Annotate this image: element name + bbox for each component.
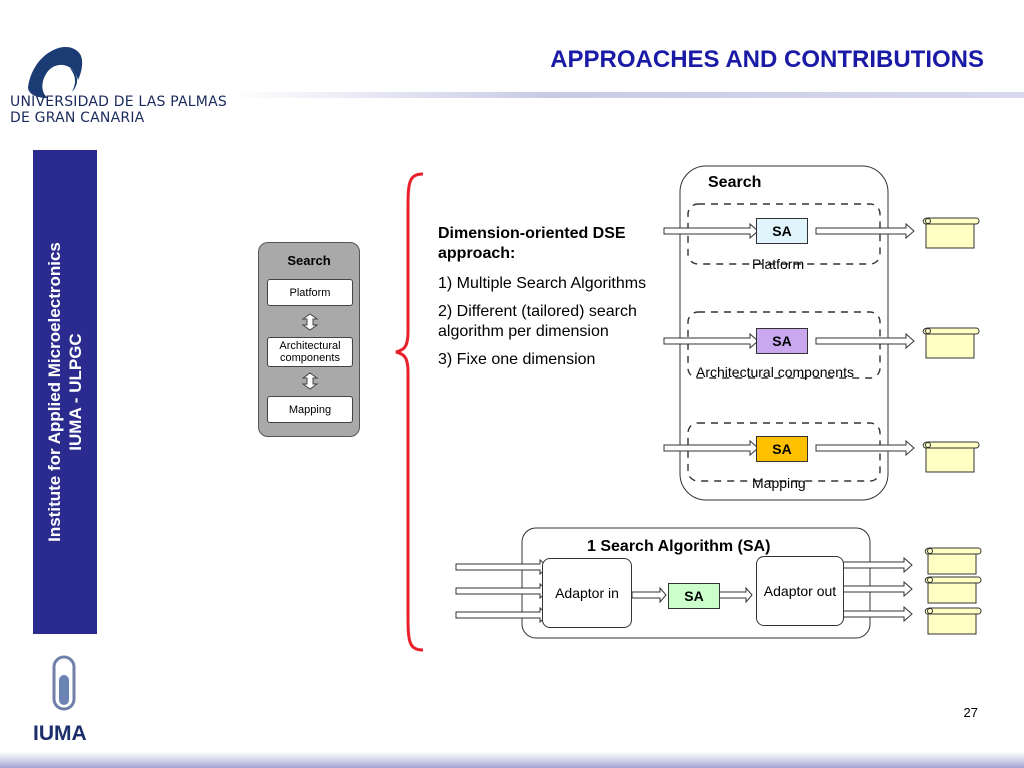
side-band — [33, 150, 97, 634]
stack-item-architectural-components: Architectural components — [267, 337, 353, 367]
sa-algorithm: SA — [668, 583, 720, 609]
sa-architectural-components: SA — [756, 328, 808, 354]
university-logo — [28, 46, 83, 98]
institute-name: Institute for Applied Microelectronics — [45, 242, 64, 542]
red-brace-icon — [395, 172, 424, 652]
iuma-logo-text: IUMA — [33, 722, 87, 745]
institute-acronym: IUMA - ULPGC — [66, 333, 85, 451]
search-stack: Search Platform Architectural components… — [258, 242, 360, 437]
page-number: 27 — [963, 705, 978, 720]
approach-heading: Dimension-oriented DSE approach: — [438, 225, 626, 262]
algorithm-diagram-title: 1 Search Algorithm (SA) — [587, 538, 771, 555]
iuma-logo-icon — [52, 655, 76, 711]
university-name-line2: DE GRAN CANARIA — [10, 110, 145, 126]
search-diagram-title: Search — [708, 174, 762, 191]
university-name-line1: UNIVERSIDAD DE LAS PALMAS — [10, 94, 227, 110]
approach-description: Dimension-oriented DSE approach: 1) Mult… — [438, 224, 648, 378]
stack-item-platform: Platform — [267, 279, 353, 306]
stack-item-mapping: Mapping — [267, 396, 353, 423]
institute-label: Institute for Applied Microelectronics I… — [33, 150, 97, 634]
dimension-label-architectural-components: Architectural components — [696, 364, 854, 380]
footer-bar — [0, 752, 1024, 768]
approach-item-3: 3) Fixe one dimension — [438, 351, 596, 368]
adaptor-in-box: Adaptor in — [542, 558, 632, 628]
sa-platform: SA — [756, 218, 808, 244]
search-diagram — [663, 165, 980, 501]
double-arrow-icon — [301, 313, 319, 331]
dimension-label-mapping: Mapping — [752, 475, 806, 491]
stack-title: Search — [287, 253, 331, 268]
approach-item-1: 1) Multiple Search Algorithms — [438, 275, 647, 292]
dimension-label-platform: Platform — [752, 256, 805, 272]
sa-mapping: SA — [756, 436, 808, 462]
title-rule — [230, 92, 1024, 98]
slide-title: APPROACHES AND CONTRIBUTIONS — [550, 46, 984, 73]
double-arrow-icon — [301, 372, 319, 390]
approach-item-2: 2) Different (tailored) search algorithm… — [438, 303, 637, 340]
university-name: UNIVERSIDAD DE LAS PALMAS DE GRAN CANARI… — [10, 94, 227, 126]
adaptor-out-box: Adaptor out — [756, 556, 844, 626]
